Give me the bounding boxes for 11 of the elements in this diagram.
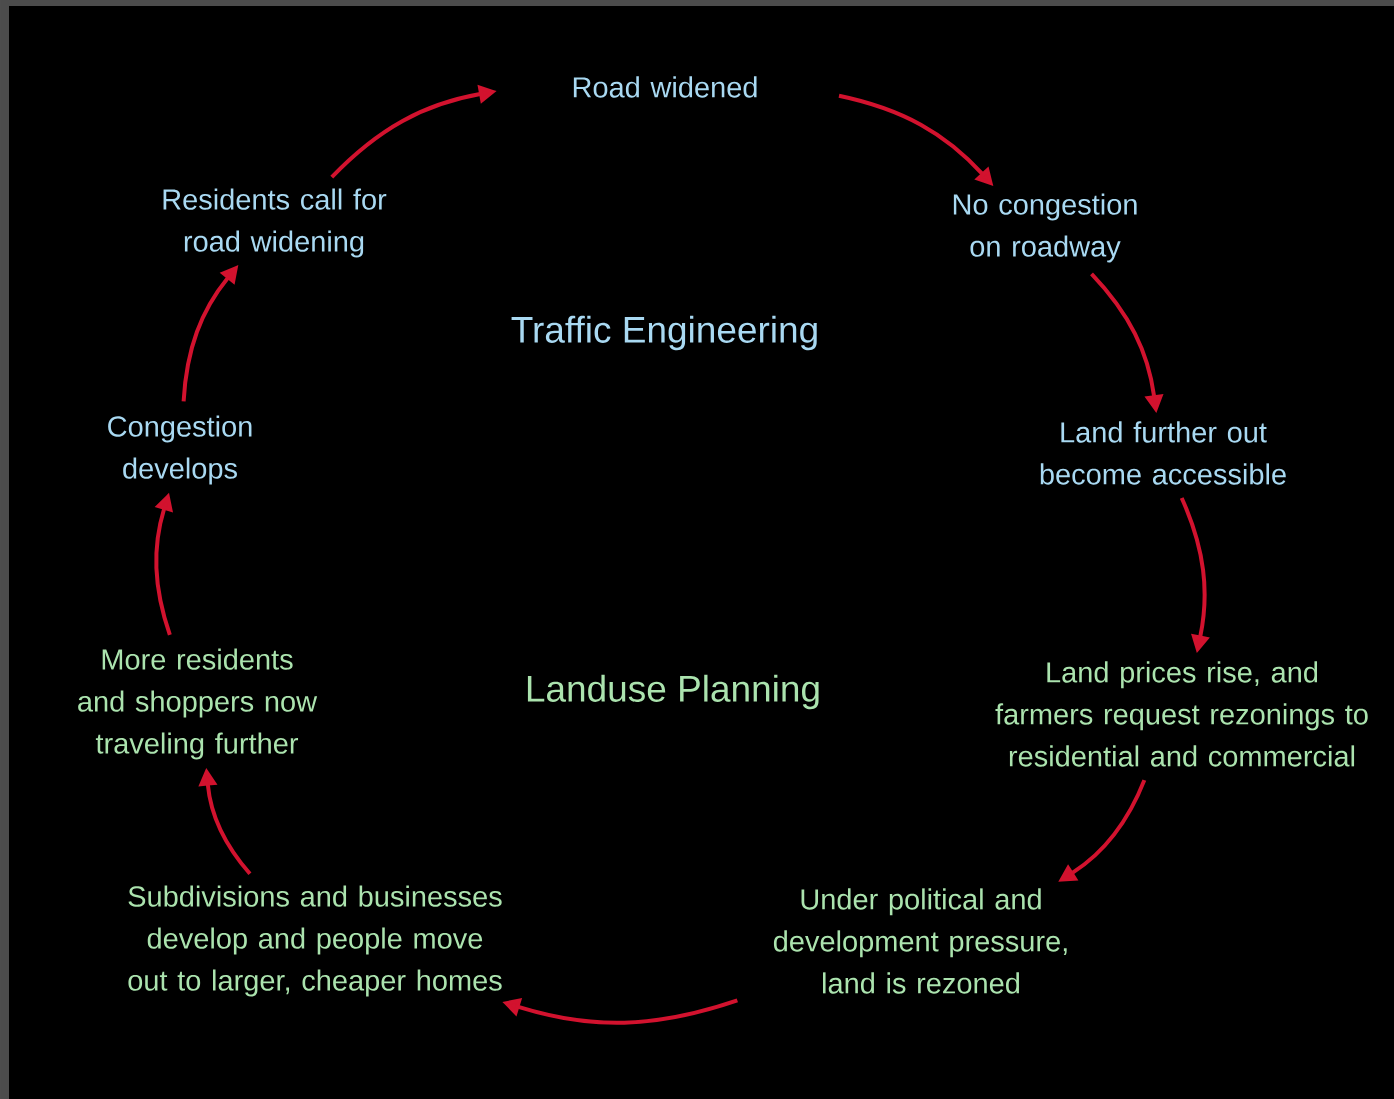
step-text: No congestion on roadway xyxy=(953,193,1137,263)
step-text: Land further out become accessible xyxy=(1040,421,1286,485)
step-text: Road widened xyxy=(573,76,757,98)
section-heading: Landuse Planning xyxy=(527,674,819,710)
step-text: Under political and development pressure, land is rezoned xyxy=(773,888,1067,994)
section-heading: Traffic Engineering xyxy=(511,315,817,351)
step-text: Subdivisions and businesses develop and people move out to larger, cheaper homes xyxy=(128,885,502,997)
step-text: Land prices rise, and farmers request rezonings to residential and commercial xyxy=(995,661,1368,767)
step-text: More residents and shoppers now traveling further xyxy=(78,648,318,760)
step-text: Congestion develops xyxy=(108,415,252,485)
step-text: Residents call for road widening xyxy=(163,188,387,258)
